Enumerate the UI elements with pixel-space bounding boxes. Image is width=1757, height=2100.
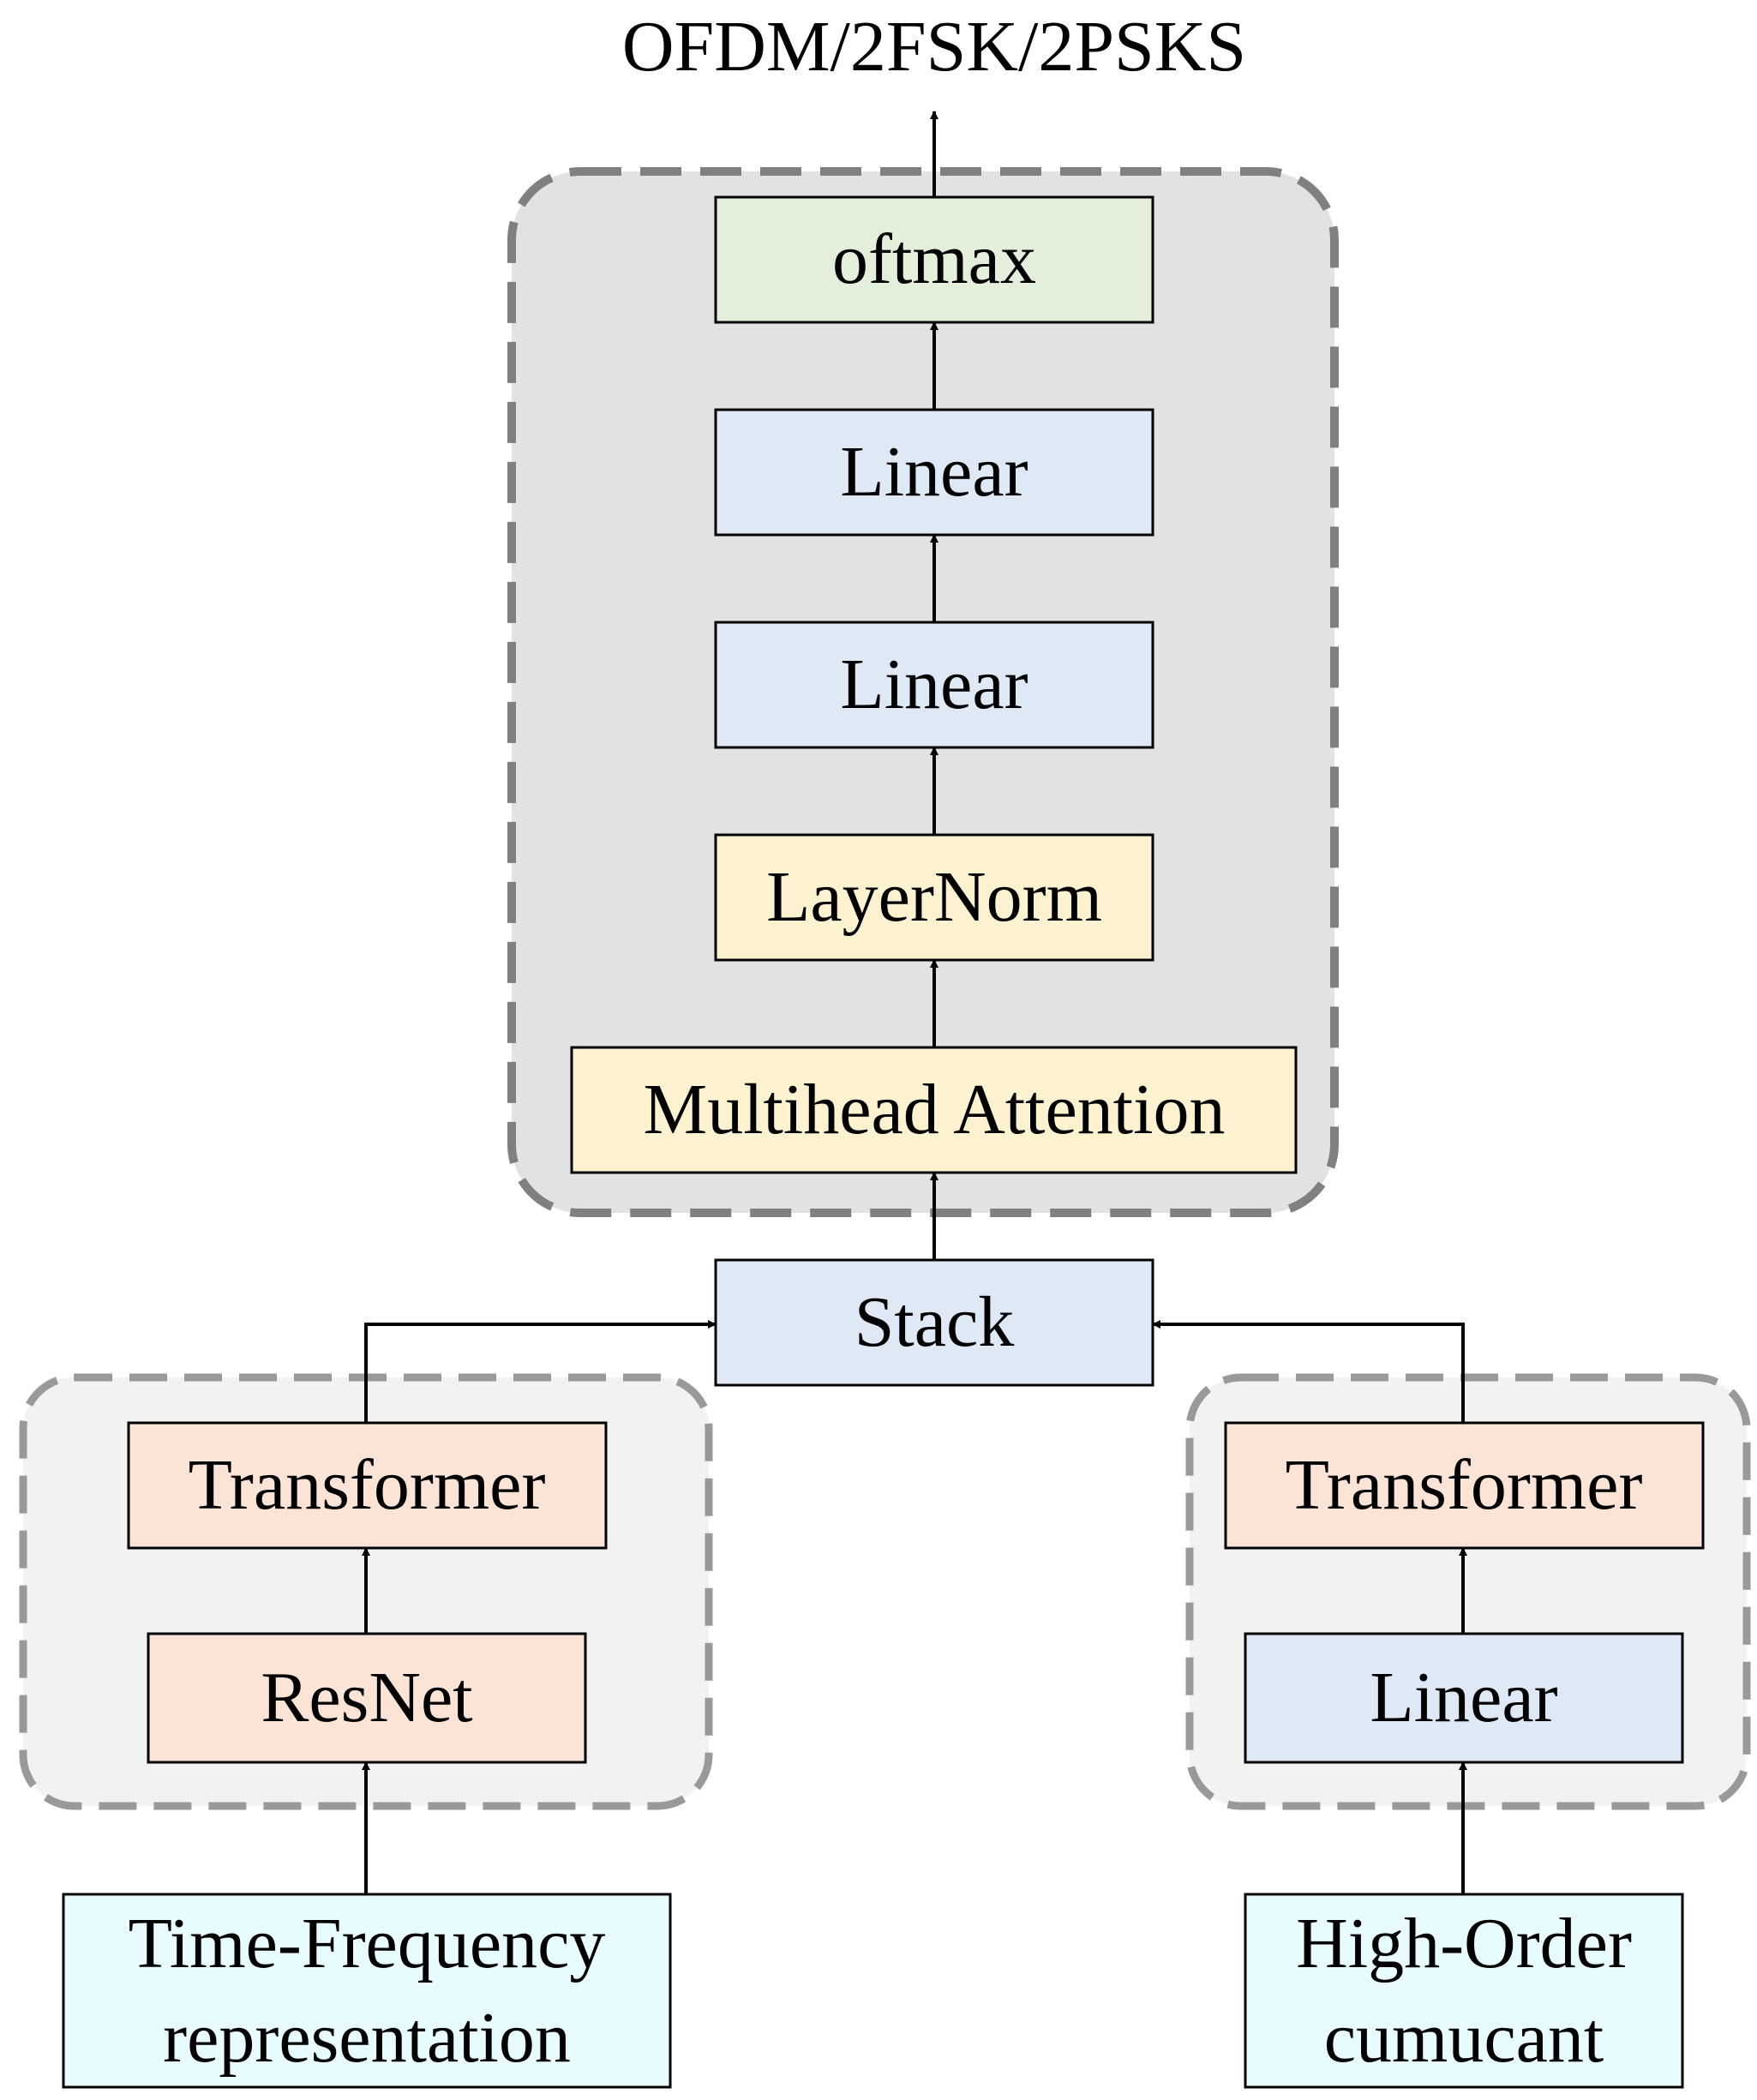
- linear-top-block: [714, 408, 1154, 537]
- multihead-attention-block: [570, 1046, 1298, 1174]
- resnet-block: [147, 1632, 587, 1764]
- stack-label: Stack: [855, 1282, 1015, 1362]
- linear-mid-label: Linear: [840, 645, 1028, 724]
- high-order-input-line1: High-Order: [1296, 1904, 1632, 1983]
- layernorm-label: LayerNorm: [766, 857, 1102, 937]
- stack-block: [714, 1258, 1154, 1387]
- left-transformer-label: Transformer: [189, 1445, 546, 1525]
- linear-mid-block: [714, 621, 1154, 749]
- right-linear-label: Linear: [1370, 1658, 1557, 1737]
- arrow-right-transformer-to-stack: [1152, 1320, 1465, 1423]
- output-label: OFDM/2FSK/2PSKS: [622, 7, 1246, 87]
- right-transformer-label: Transformer: [1286, 1445, 1643, 1525]
- softmax-block: [714, 195, 1154, 324]
- resnet-label: ResNet: [261, 1658, 472, 1737]
- linear-top-label: Linear: [840, 432, 1028, 512]
- layernorm-block: [714, 833, 1154, 962]
- high-order-input-block: [1244, 1893, 1684, 2089]
- right-transformer-block: [1224, 1421, 1705, 1550]
- high-order-input-line2: cumucant: [1324, 1998, 1604, 2078]
- left-transformer-block: [127, 1421, 608, 1550]
- time-frequency-input-block: [62, 1893, 672, 2089]
- right-linear-block: [1244, 1632, 1684, 1764]
- time-frequency-input-line2: representation: [163, 1998, 571, 2078]
- multihead-attention-label: Multihead Attention: [644, 1070, 1226, 1149]
- arrow-left-transformer-to-stack: [364, 1320, 717, 1423]
- softmax-label: oftmax: [832, 219, 1036, 299]
- time-frequency-input-line1: Time-Frequency: [129, 1904, 606, 1983]
